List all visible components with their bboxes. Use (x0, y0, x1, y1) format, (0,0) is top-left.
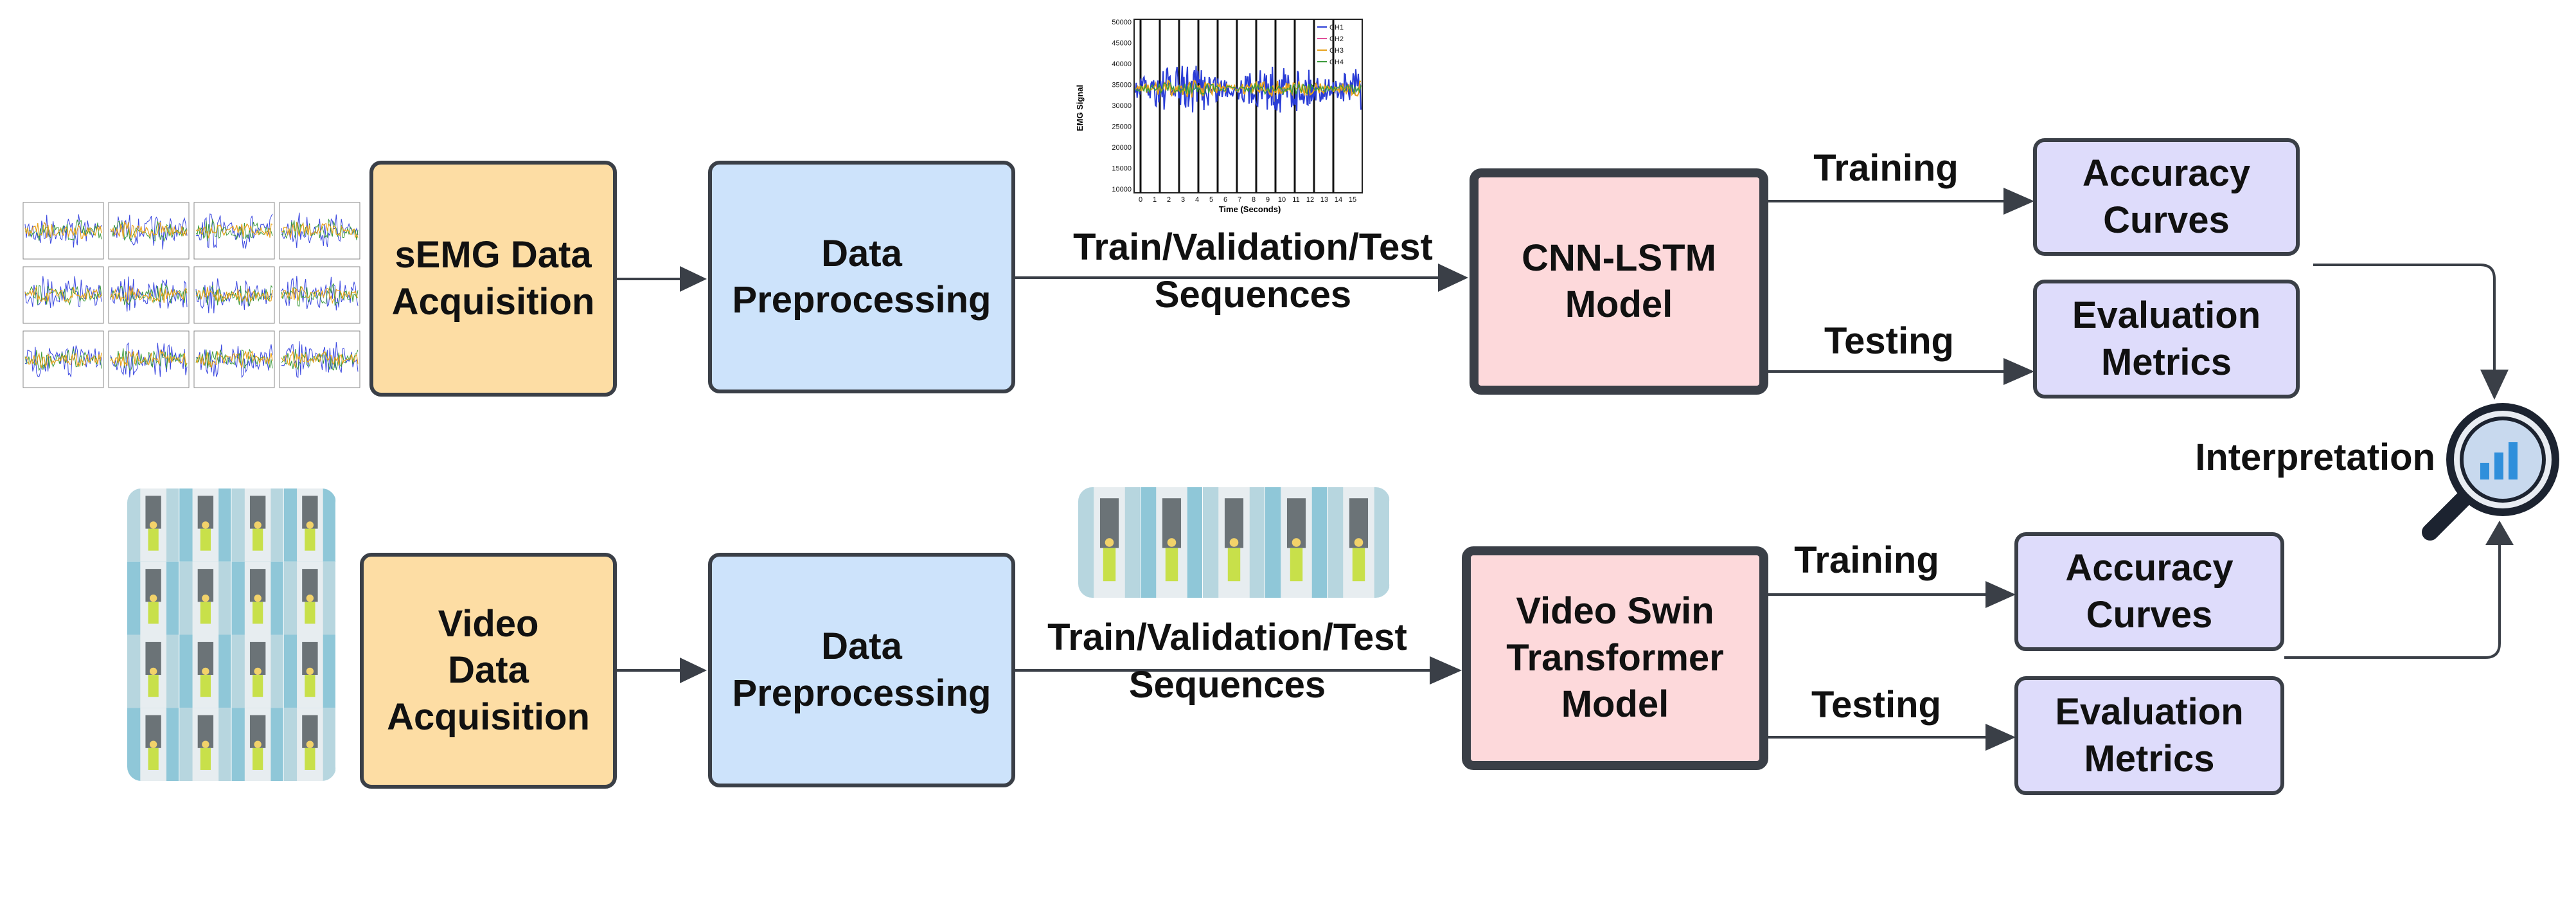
emg-ytick: 20000 (1112, 144, 1132, 152)
training-label-top: Training (1813, 147, 1959, 189)
cnn-lstm-model-box: CNN-LSTM Model (1470, 168, 1768, 395)
evaluation-metrics-box-bottom: Evaluation Metrics (2014, 676, 2284, 795)
accuracy-curves-box-top: Accuracy Curves (2033, 138, 2300, 256)
emg-xtick: 2 (1167, 196, 1171, 204)
emg-ytick: 40000 (1112, 60, 1132, 68)
semg-acquisition-box: sEMG Data Acquisition (369, 161, 617, 397)
sequences-label-bottom: Train/Validation/Test Sequences (1047, 616, 1407, 706)
emg-legend-entry: CH1 (1329, 24, 1344, 31)
emg-xtick: 1 (1153, 196, 1157, 204)
emg-legend-entry: CH2 (1329, 35, 1344, 43)
emg-xtick: 6 (1223, 196, 1227, 204)
emg-ytick: 15000 (1112, 165, 1132, 173)
sequences-label-top: Train/Validation/Test Sequences (1073, 226, 1433, 316)
connector-accuracy-bottom-to-interpretation (2284, 543, 2501, 659)
emg-xtick: 15 (1349, 196, 1356, 204)
emg-ytick: 35000 (1112, 82, 1132, 89)
emg-legend-entry: CH4 (1329, 58, 1344, 66)
testing-label-bottom: Testing (1811, 684, 1941, 726)
video-acquisition-box: Video Data Acquisition (360, 553, 617, 789)
video-swin-model-box: Video Swin Transformer Model (1462, 546, 1768, 770)
emg-xtick: 7 (1238, 196, 1241, 204)
emg-ytick: 45000 (1112, 40, 1132, 48)
emg-xtick: 11 (1292, 196, 1299, 204)
testing-label-top: Testing (1824, 320, 1954, 362)
connector-accuracy-to-interpretation (2313, 264, 2496, 370)
emg-xtick: 8 (1252, 196, 1256, 204)
emg-xtick: 4 (1195, 196, 1199, 204)
emg-xtick: 10 (1278, 196, 1286, 204)
emg-signal-thumbnail: 50000 45000 40000 35000 30000 25000 20000 15000… (1063, 12, 1372, 217)
emg-xtick: 3 (1181, 196, 1185, 204)
magnifier-chart-icon (2422, 403, 2559, 541)
training-label-bottom: Training (1794, 539, 1939, 581)
video-frames-grid-thumbnail (127, 488, 336, 781)
emg-xtick: 14 (1335, 196, 1342, 204)
emg-ytick: 30000 (1112, 102, 1132, 110)
video-strip-thumbnail (1078, 487, 1390, 598)
preprocessing-box-top: Data Preprocessing (708, 161, 1015, 393)
interpretation-label: Interpretation (2195, 436, 2435, 478)
emg-ytick: 25000 (1112, 123, 1132, 131)
emg-xtick: 9 (1266, 196, 1270, 204)
evaluation-metrics-box-top: Evaluation Metrics (2033, 280, 2300, 399)
emg-xlabel: Time (Seconds) (1219, 204, 1281, 214)
preprocessing-box-bottom: Data Preprocessing (708, 553, 1015, 787)
accuracy-curves-box-bottom: Accuracy Curves (2014, 532, 2284, 651)
emg-xtick: 13 (1320, 196, 1328, 204)
emg-xtick: 5 (1209, 196, 1213, 204)
emg-ytick: 50000 (1112, 19, 1132, 26)
semg-plot-grid-thumbnail (18, 183, 365, 392)
emg-legend-entry: CH3 (1329, 47, 1344, 55)
emg-ylabel: EMG Signal (1075, 85, 1085, 131)
emg-xtick: 0 (1139, 196, 1142, 204)
emg-ytick: 10000 (1112, 186, 1132, 193)
emg-xtick: 12 (1306, 196, 1314, 204)
